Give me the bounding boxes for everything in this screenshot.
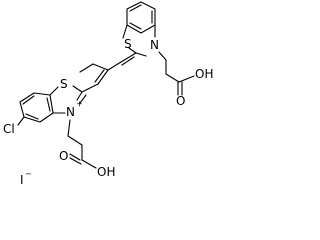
bridge-single-bond-2	[81, 83, 99, 93]
chemical-structure: S N OH O	[3, 1, 213, 187]
lower-s-c-bond	[49, 86, 59, 96]
lower-benzene-ring	[19, 92, 54, 123]
ethyl-bond-1	[92, 63, 109, 71]
lower-nitrogen-label: N	[66, 105, 75, 119]
lower-c-o-double-bond-a	[69, 153, 81, 161]
upper-c-s-bond	[122, 24, 128, 39]
bridge-double-bond-2b	[94, 69, 105, 83]
upper-carboxyethyl-chain	[158, 51, 195, 96]
iodide-charge: −	[25, 170, 32, 179]
upper-s-c2-bond	[128, 47, 137, 54]
lower-carbonyl-oxygen-label: O	[59, 149, 68, 163]
lower-benzene-double-bond-2	[25, 113, 39, 120]
upper-chain-bond-1	[158, 51, 167, 61]
lower-chain-bond-2	[67, 135, 83, 146]
upper-benzothiazole	[122, 1, 156, 57]
lower-c2-n-bond-b	[79, 94, 87, 104]
upper-benzene-double-bond-1	[129, 4, 142, 12]
ethyl-bond-2	[79, 63, 94, 73]
upper-chain-bond-3	[165, 73, 180, 83]
upper-benzene-ring	[126, 1, 156, 34]
upper-sulfur-label: S	[124, 37, 132, 51]
chlorine-label: Cl	[3, 122, 15, 136]
lower-c2-n-bond-a	[76, 91, 83, 101]
upper-c-oh-bond	[178, 75, 195, 83]
lower-benzene-double-bond-3	[22, 95, 35, 105]
lower-chain-bond-1	[67, 119, 71, 137]
c-cl-bond	[17, 116, 25, 126]
lower-c-oh-bond	[81, 159, 97, 169]
bridge-double-bond-b	[121, 56, 135, 66]
lower-nitrogen-charge: +	[76, 100, 83, 109]
upper-hydroxyl-label: OH	[195, 67, 213, 81]
lower-carboxyethyl-chain	[67, 119, 97, 169]
iodide-label: I	[20, 173, 24, 187]
lower-c2-s-bond	[72, 85, 83, 93]
lower-benzothiazolium	[17, 85, 87, 126]
bridge-double-bond-2a	[97, 69, 109, 85]
lower-sulfur-label: S	[60, 77, 68, 91]
upper-benzene-double-bond-3	[129, 22, 142, 30]
bridge-single-bond-1	[107, 61, 122, 71]
lower-hydroxyl-label: OH	[97, 165, 115, 179]
lower-benzene-double-bond-1	[46, 97, 51, 112]
bridge-double-bond-a	[120, 52, 137, 63]
upper-n-c2-bond	[135, 52, 147, 57]
polymethine-bridge	[79, 52, 137, 93]
lower-c-o-double-bond-b	[69, 157, 82, 165]
upper-carbonyl-oxygen-label: O	[176, 94, 185, 108]
upper-nitrogen-label: N	[150, 38, 159, 52]
